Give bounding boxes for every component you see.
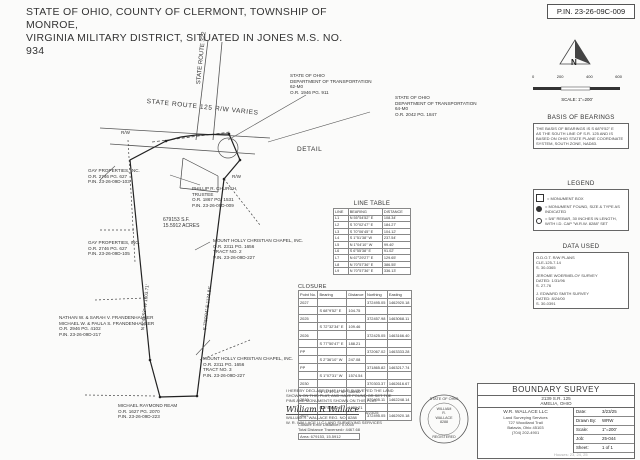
- basis-text-box: THE BASIS OF BEARINGS IS S 68°9'52" E AS…: [533, 123, 629, 149]
- closure-table: CLOSURE Point No. Bearing Distance North…: [297, 284, 413, 440]
- scale-ticks: 0 200 400 600: [532, 74, 622, 79]
- data-used-box: O.D.O.T. R/W PLANS CLE-125-7.14 S. 30-03…: [533, 252, 629, 309]
- north-arrow-icon: [559, 39, 591, 65]
- data-used: DATA USED O.D.O.T. R/W PLANS CLE-125-7.1…: [533, 243, 629, 309]
- label-frandenhauser: NATHAN W. & SARAH V. FRANDENHAUSER MICHA…: [59, 315, 155, 337]
- legend-item-monument-box: = MONUMENT BOX: [536, 194, 626, 202]
- label-rw-right: R/W: [232, 174, 241, 179]
- label-chapel-tract-3: MOUNT HOLLY CHRISTIAN CHAPEL, INC. O.R. …: [203, 356, 294, 378]
- label-chapel-tract-2: MOUNT HOLLY CHRISTIAN CHAPEL, INC. O.R. …: [213, 238, 304, 260]
- line-table-header: LINE BEARING DISTANCE: [333, 208, 412, 216]
- watermark: Houses: 23, 24, 25: [554, 452, 588, 457]
- title-block: BOUNDARY SURVEY 2139 S.R. 125 AMELIA, OH…: [477, 383, 635, 459]
- label-odot-62: STATE OF OHIO DEPARTMENT OF TRANSPORTATI…: [290, 73, 372, 95]
- company-block: W.R. WALLACE LLC Land Surveying Services…: [478, 408, 574, 453]
- state-route-322: [195, 39, 223, 141]
- signature-row: William R Wallace 3/23/25: [286, 405, 404, 415]
- label-detail: DETAIL: [297, 146, 323, 153]
- open-circle-icon: [536, 218, 542, 224]
- scale-bar: 0 200 400 600 SCALE: 1"=200': [532, 74, 622, 102]
- label-ream: MICHAEL RAYMOND REAM O.R. 1627 PG. 2070 …: [118, 403, 178, 420]
- scale-bar-graphic: [533, 86, 620, 91]
- surveyor-signature: William R Wallace: [286, 405, 360, 415]
- label-acreage: 679153 S.F. 15.5912 ACRES: [163, 217, 200, 229]
- basis-of-bearings: BASIS OF BEARINGS THE BASIS OF BEARINGS …: [533, 114, 629, 149]
- closure-grid: Point No. Bearing Distance Northing East…: [297, 289, 413, 421]
- closure-area: Area: 679153, 15.5912: [298, 432, 360, 440]
- adjoiner-lines: [84, 139, 261, 397]
- scale-label: SCALE: 1"=200': [561, 97, 593, 102]
- signature-date: 3/23/25: [365, 410, 379, 415]
- label-gay-properties-south: GAY PROPERTIES, INC. O.R. 2746 PG. 627 P…: [88, 240, 140, 257]
- title-block-field: Drawn By:WRW: [574, 417, 634, 426]
- seal-icon: [419, 394, 469, 444]
- title-block-field: Scale:1"=200': [574, 426, 634, 435]
- parcel-id-box: P.IN. 23-26-09C-009: [547, 4, 635, 19]
- monuments: [148, 132, 242, 399]
- title-block-field: Job:25-044: [574, 435, 634, 444]
- legend-item-rebar-set: = 5/8" REBAR, 30 INCHES IN LENGTH, WITH …: [536, 216, 626, 226]
- closure-footer: Closure Error Distance> 0.0000 Total Dis…: [298, 421, 360, 432]
- state-route-125: [99, 127, 271, 155]
- title-block-heading: BOUNDARY SURVEY: [478, 384, 634, 396]
- north-arrow: N: [555, 34, 595, 70]
- legend: LEGEND = MONUMENT BOX = MONUMENT FOUND, …: [533, 180, 629, 231]
- title-block-field: Sheet:1 of 1: [574, 444, 634, 453]
- title-block-field: Date:3/23/25: [574, 408, 634, 417]
- label-odot-64: STATE OF OHIO DEPARTMENT OF TRANSPORTATI…: [395, 95, 477, 117]
- surveyor-seal: STATE OF OHIO WILLIAM R. WALLACE 8288 RE…: [418, 393, 470, 445]
- label-rw-left: R/W: [121, 130, 130, 135]
- legend-box: = MONUMENT BOX = MONUMENT FOUND, SIZE & …: [533, 189, 629, 231]
- north-letter: N: [571, 58, 577, 67]
- leader-lines: [99, 94, 371, 356]
- plat-title: STATE OF OHIO, COUNTY OF CLERMONT, TOWNS…: [26, 6, 343, 57]
- square-icon: [536, 194, 544, 202]
- filled-circle-icon: [536, 206, 542, 212]
- detail-circle: [217, 137, 239, 159]
- label-gay-properties-north: GAY PROPERTIES, INC. O.R. 2746 PG. 627 P…: [88, 168, 140, 185]
- label-church-parcel: PHILLIP R. CHURCH, TRUSTEE O.R. 1867 PG.…: [192, 186, 238, 208]
- legend-item-monument-found: = MONUMENT FOUND, SIZE & TYPE AS INDICAT…: [536, 204, 626, 214]
- title-block-body: W.R. WALLACE LLC Land Surveying Services…: [478, 408, 634, 453]
- surveyor-certification: I HEREBY DECLARE THAT I HAVE SURVEYED TH…: [286, 388, 404, 425]
- closure-header: Point No. Bearing Distance Northing East…: [297, 289, 413, 300]
